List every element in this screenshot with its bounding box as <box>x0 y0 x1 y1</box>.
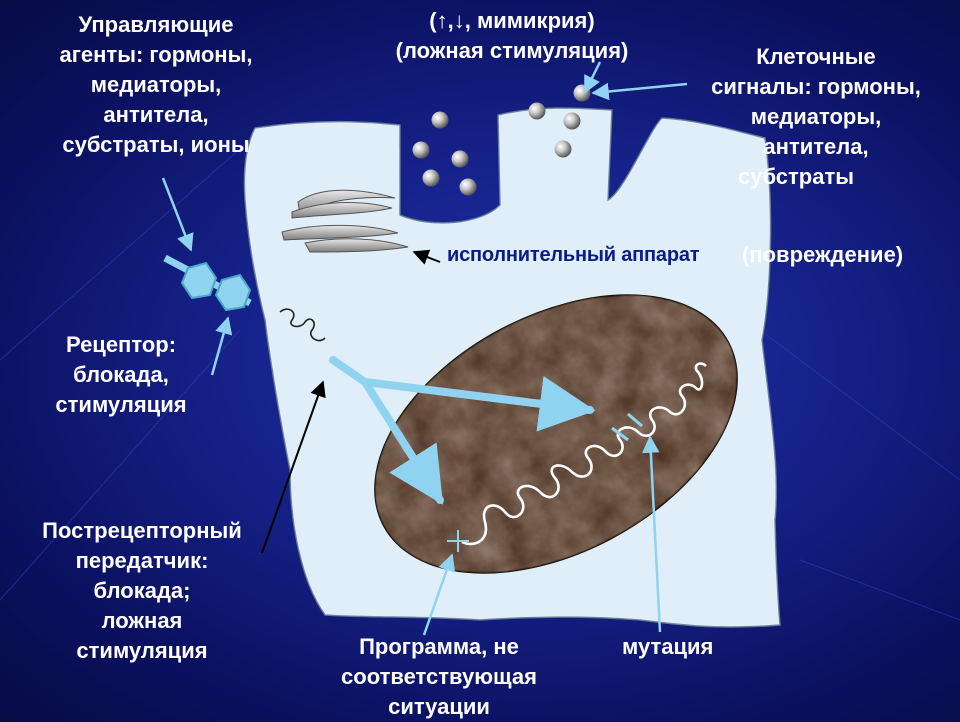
background-decoration <box>0 139 960 621</box>
damage-label: (повреждение) <box>742 242 904 267</box>
mimicry-line-1: (↑,↓, мимикрия) <box>429 8 595 33</box>
receptor-label: Рецептор: блокада, стимуляция <box>22 330 220 420</box>
postreceptor-line-1: Пострецепторный <box>42 518 242 543</box>
postreceptor-label: Пострецепторный передатчик: блокада; лож… <box>12 516 272 666</box>
receptor-line-2: блокада, <box>73 362 169 387</box>
pointer-arrows-light <box>161 61 688 636</box>
program-label: Программа, не соответствующая ситуации <box>308 632 570 722</box>
control-agents-line-5: субстраты, ионы <box>62 132 250 157</box>
program-line-2: соответствующая <box>341 664 537 689</box>
mimicry-line-2: (ложная стимуляция) <box>395 38 629 63</box>
receptor-line-1: Рецептор: <box>65 332 177 357</box>
signal-molecules <box>412 84 591 196</box>
cell-signals-line-1: Клеточные <box>756 44 876 69</box>
postreceptor-line-5: стимуляция <box>76 638 208 663</box>
dna-mark <box>611 412 643 442</box>
postreceptor-squiggle <box>279 308 326 342</box>
executive-apparatus-shape <box>281 189 409 253</box>
control-agents-line-4: антитела, <box>103 102 209 127</box>
cell-signals-line-5: субстраты <box>738 164 855 189</box>
pointer-arrows-dark <box>261 249 441 554</box>
cell-signals-line-4: антитела, <box>763 134 869 159</box>
control-agents-label: Управляющие агенты: гормоны, медиаторы, … <box>22 10 290 160</box>
program-line-1: Программа, не <box>359 634 519 659</box>
program-line-3: ситуации <box>388 694 490 719</box>
cell-signals-label: Клеточные сигналы: гормоны, медиаторы, а… <box>682 42 950 192</box>
cell-signals-line-2: сигналы: гормоны, <box>711 74 921 99</box>
receptor-line-3: стимуляция <box>55 392 187 417</box>
receptor-shape <box>163 254 252 312</box>
cell-signals-line-3: медиаторы, <box>750 104 882 129</box>
mimicry-label: (↑,↓, мимикрия) (ложная стимуляция) <box>362 6 662 66</box>
nucleus <box>374 294 738 574</box>
dna-coil <box>461 362 707 546</box>
control-agents-line-1: Управляющие <box>78 12 234 37</box>
postreceptor-line-4: ложная <box>101 608 183 633</box>
program-mark <box>447 530 469 552</box>
postreceptor-line-3: блокада; <box>93 578 191 603</box>
control-agents-line-2: агенты: гормоны, <box>59 42 253 67</box>
mutation-label: мутация <box>622 634 714 659</box>
postreceptor-line-2: передатчик: <box>75 548 209 573</box>
control-agents-line-3: медиаторы, <box>90 72 222 97</box>
executive-apparatus-label: исполнительный аппарат <box>447 244 700 266</box>
signal-transduction-arrows <box>329 356 596 505</box>
